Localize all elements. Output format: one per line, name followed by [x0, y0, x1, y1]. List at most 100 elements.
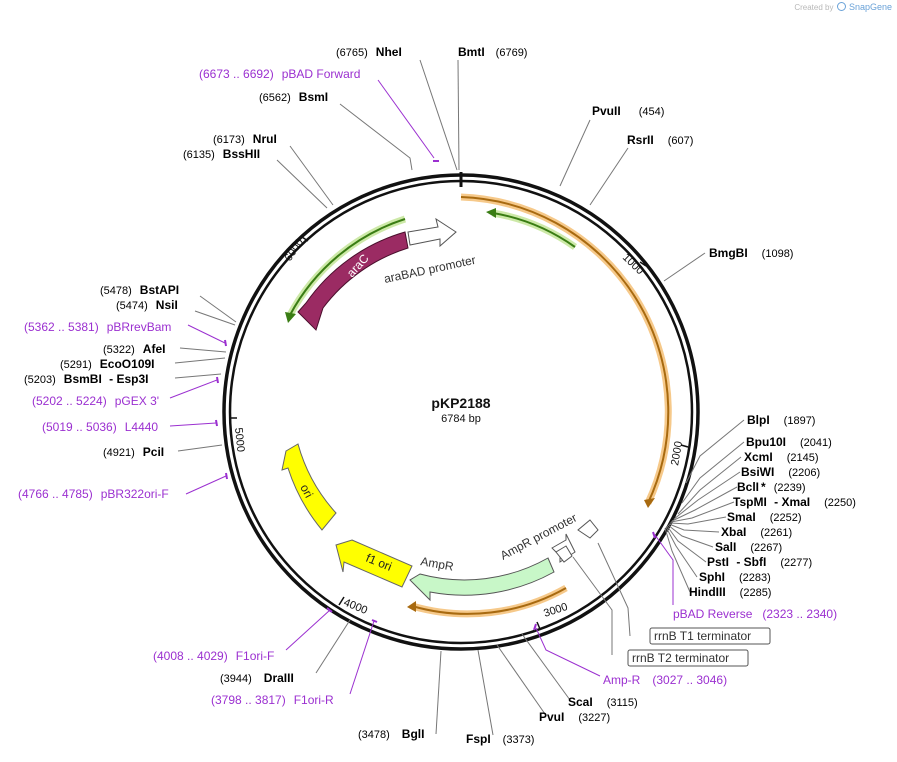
enzyme-label-hindiii[interactable]: HindIII(2285)	[689, 585, 771, 599]
ruler-tick-2000	[680, 444, 689, 448]
primer-mark-l4440	[215, 419, 218, 427]
primer-label-pbr322ori[interactable]: (4766 .. 4785)pBR322ori-F	[18, 487, 169, 501]
leader-f1ori-f	[285, 609, 331, 651]
rrnb-t1-terminator-box[interactable]	[649, 627, 771, 645]
primer-label-amp-r[interactable]: Amp-R(3027 .. 3046)	[603, 673, 727, 687]
leader-tspmi	[670, 501, 735, 523]
enzyme-label-xcmi[interactable]: XcmI(2145)	[744, 450, 818, 464]
orf-arc-3-arrowhead	[486, 208, 496, 218]
leader-fspi	[477, 649, 494, 736]
leader-bmti	[457, 59, 460, 171]
leader-bpu10i	[681, 441, 745, 504]
primer-mark-pgex	[216, 376, 219, 384]
rrnb-t2-terminator-label: rrnB T2 terminator	[632, 651, 729, 665]
enzyme-label-rsrii[interactable]: RsrII(607)	[627, 133, 693, 147]
enzyme-label-sphi[interactable]: SphI(2283)	[699, 570, 771, 584]
enzyme-label-pcii[interactable]: (4921)PciI	[103, 445, 164, 459]
ruler-label-5000: 5000	[232, 427, 246, 453]
rrnb-t1-terminator-arrow	[577, 519, 599, 539]
plasmid-length: 6784 bp	[441, 413, 481, 425]
enzyme-label-smai[interactable]: SmaI(2252)	[727, 510, 801, 524]
enzyme-label-nsii[interactable]: (5474)NsiI	[116, 298, 178, 312]
enzyme-label-nrui[interactable]: (6173)NruI	[213, 132, 277, 146]
leader-bcli	[671, 486, 738, 522]
primer-label-pbrrevbam[interactable]: (5362 .. 5381)pBRrevBam	[24, 320, 171, 334]
primer-mark-amp-r	[533, 623, 537, 631]
ruler-tick-6000	[301, 236, 309, 242]
enzyme-label-psti[interactable]: PstI - SbfI(2277)	[707, 555, 812, 569]
enzyme-label-scai[interactable]: ScaI(3115)	[568, 695, 638, 709]
leader-nhei	[419, 59, 458, 171]
leader-draiii	[315, 619, 351, 674]
ruler-tick-1000	[639, 261, 647, 267]
orf-arc-1	[460, 196, 670, 504]
plasmid-name: pKP2188	[431, 395, 490, 411]
enzyme-label-nhei[interactable]: (6765)NheI	[336, 45, 402, 59]
primer-label-f1ori-r[interactable]: (3798 .. 3817)F1ori-R	[211, 693, 334, 707]
leader-pgex	[169, 379, 218, 399]
leader-rrnb-t1	[597, 542, 631, 637]
enzyme-label-draiii[interactable]: (3944)DraIII	[220, 671, 294, 685]
ruler-tick-4000	[338, 596, 345, 606]
orf-arc-4	[289, 218, 406, 316]
leader-rrnb-t2	[572, 556, 613, 655]
enzyme-label-bmgbi[interactable]: BmgBI(1098)	[709, 246, 793, 260]
enzyme-label-blpi[interactable]: BlpI(1897)	[747, 413, 815, 427]
enzyme-label-bsmbi[interactable]: (5203)BsmBI - Esp3I	[24, 372, 149, 386]
enzyme-label-bsmi[interactable]: (6562)BsmI	[259, 90, 328, 104]
primer-label-pgex[interactable]: (5202 .. 5224)pGEX 3'	[32, 394, 159, 408]
enzyme-label-afei[interactable]: (5322)AfeI	[103, 342, 165, 356]
leader-nrui	[289, 145, 334, 206]
arabad-promoter-label: araBAD promoter	[383, 253, 477, 286]
leader-bsiwi	[673, 471, 741, 520]
leader-l4440	[169, 422, 217, 427]
rrnb-t1-terminator-label: rrnB T1 terminator	[654, 629, 751, 643]
leader-blpi	[685, 419, 745, 484]
primer-label-pbad-reverse[interactable]: pBAD Reverse(2323 .. 2340)	[673, 607, 837, 621]
enzyme-label-bpu10i[interactable]: Bpu10I(2041)	[746, 435, 832, 449]
orf-arc-2	[411, 587, 567, 615]
enzyme-label-bgli[interactable]: (3478)BglI	[358, 727, 424, 741]
enzyme-label-bcli[interactable]: BclI*(2239)	[737, 480, 805, 494]
enzyme-label-tspmi[interactable]: TspMI - XmaI(2250)	[733, 495, 856, 509]
leader-pbrrevbam	[187, 324, 226, 344]
leader-pvui	[496, 644, 546, 715]
leader-bsmbi	[174, 373, 222, 379]
leader-sali	[667, 524, 714, 548]
enzyme-label-pvuii[interactable]: PvuII(454)	[592, 104, 664, 118]
leader-ecoo109i	[174, 357, 226, 364]
enzyme-label-ecoo109i[interactable]: (5291)EcoO109I	[60, 357, 155, 371]
leader-smai	[669, 516, 727, 525]
ori-feature-label: ori	[297, 482, 316, 500]
leader-pbad-reverse	[654, 534, 674, 605]
ruler-label-2000: 2000	[669, 440, 685, 466]
leader-bstapi	[199, 295, 237, 323]
enzyme-label-sali[interactable]: SalI(2267)	[715, 540, 782, 554]
ruler-tick-3000	[536, 621, 541, 630]
enzyme-label-fspi[interactable]: FspI(3373)	[466, 732, 534, 746]
primer-mark-pbr322ori	[225, 472, 228, 480]
enzyme-label-bsiwi[interactable]: BsiWI(2206)	[741, 465, 820, 479]
primer-mark-f1ori-r	[371, 619, 378, 623]
enzyme-label-bsshii[interactable]: (6135)BssHII	[183, 147, 260, 161]
enzyme-label-pvui[interactable]: PvuI(3227)	[539, 710, 610, 724]
rrnb-t2-terminator-arrow	[555, 545, 573, 563]
primer-label-pbad-forward[interactable]: (6673 .. 6692)pBAD Forward	[199, 67, 360, 81]
enzyme-label-bstapi[interactable]: (5478)BstAPI	[100, 283, 179, 297]
primer-label-f1ori-f[interactable]: (4008 .. 4029)F1ori-F	[153, 649, 274, 663]
leader-pbr322ori	[185, 475, 227, 495]
leader-f1ori-r	[349, 620, 375, 695]
f1-ori-feature-arrow	[335, 539, 413, 588]
primer-label-l4440[interactable]: (5019 .. 5036)L4440	[42, 420, 158, 434]
leader-pvuii	[559, 119, 591, 187]
leader-bgli	[435, 650, 442, 735]
leader-sphi	[665, 526, 698, 578]
ori-feature-arrow	[281, 443, 337, 531]
enzyme-label-xbai[interactable]: XbaI(2261)	[721, 525, 792, 539]
orf-arc-2-arrowhead	[407, 601, 416, 612]
enzyme-label-bmti[interactable]: BmtI(6769)	[458, 45, 527, 59]
leader-psti	[666, 525, 707, 563]
leader-amp-r	[535, 627, 601, 677]
rrnb-t2-terminator-box[interactable]	[627, 649, 749, 667]
